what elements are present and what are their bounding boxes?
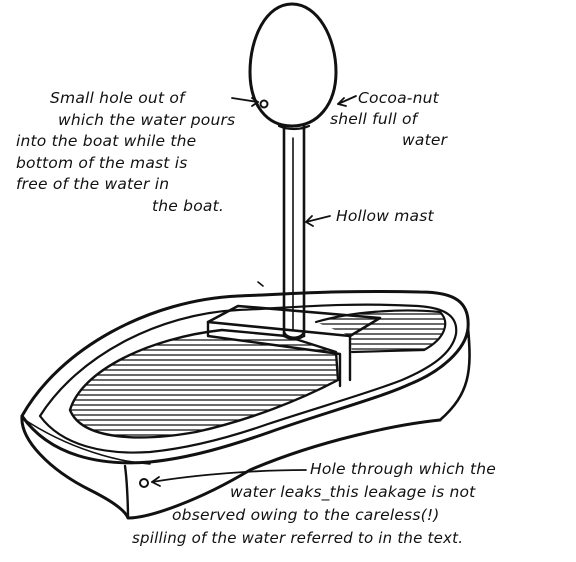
label-leak-hole-line: Hole through which the — [310, 460, 496, 478]
coconut-shell — [248, 2, 338, 128]
label-coconut: Cocoa-nut shell full of water — [330, 88, 448, 151]
label-small-hole-line: into the boat while the — [16, 132, 197, 150]
thwart-plank — [206, 304, 382, 388]
leader-hollow-mast — [305, 215, 331, 227]
label-hollow-mast: Hollow mast — [336, 207, 434, 225]
small-hole-marker — [259, 99, 269, 109]
label-small-hole-line: Small hole out of — [50, 89, 185, 107]
label-small-hole-line: the boat. — [152, 196, 224, 215]
leader-leak-hole — [139, 469, 307, 488]
label-coconut-line: shell full of — [330, 110, 418, 128]
boat-hull — [20, 289, 471, 520]
leak-hole-marker — [139, 478, 149, 488]
label-coconut-line: water — [402, 131, 448, 149]
label-small-hole: Small hole out of which the water pours … — [16, 88, 236, 217]
label-leak-hole: Hole through which the water leaks_this … — [132, 458, 496, 550]
label-small-hole-line: bottom of the mast is — [16, 153, 188, 172]
leader-small-hole — [231, 97, 259, 107]
hollow-mast — [277, 124, 311, 340]
water-in-boat — [68, 309, 447, 439]
label-leak-hole-line: observed owing to the careless(!) — [172, 506, 440, 524]
stray-mark — [257, 281, 264, 287]
label-small-hole-line: free of the water in — [16, 175, 170, 193]
label-leak-hole-line: spilling of the water referred to in the… — [132, 529, 464, 547]
label-leak-hole-line: water leaks_this leakage is not — [230, 483, 476, 501]
label-small-hole-line: which the water pours — [58, 110, 236, 129]
label-coconut-line: Cocoa-nut — [358, 89, 439, 107]
leader-coconut — [337, 95, 357, 107]
